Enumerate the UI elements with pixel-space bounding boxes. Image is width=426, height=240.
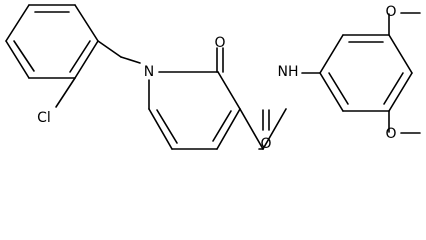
- bond-to-cl: [55, 77, 76, 108]
- bond-ring2-right-upper: [388, 34, 413, 74]
- bond-ring2-left-inner: [328, 72, 349, 105]
- bond-ring1-right-inner: [69, 40, 91, 73]
- bond-ring2-right-inner: [383, 72, 404, 105]
- bond-c3-amide: [239, 108, 264, 150]
- bond-c6-c5-inner: [156, 109, 178, 144]
- bond-ring1-right-lower: [74, 40, 99, 79]
- bond-ring1-left-inner: [13, 40, 35, 72]
- molecule-diagram: Cl N O NH O O O: [5, 4, 421, 152]
- bond-ring1-left-upper: [5, 4, 30, 42]
- bond-ring2-left-lower: [319, 72, 344, 112]
- bond-ring2-right-lower: [388, 72, 413, 112]
- amide-nh-label: NH: [278, 64, 299, 80]
- chlorine-atom-label: Cl: [37, 110, 51, 126]
- bond-ring1-left-lower: [5, 40, 30, 79]
- bottom-methoxy-oxygen-label: O: [385, 126, 396, 142]
- bond-ch2-to-n: [120, 56, 141, 64]
- amide-oxygen-label: O: [260, 136, 271, 152]
- molecule-diagram-canvas: Cl N O NH O O O: [5, 4, 421, 152]
- pyridone-ring: [120, 47, 264, 150]
- ring-nitrogen-atom-label: N: [144, 64, 154, 80]
- bond-benzyl-ch2: [97, 40, 122, 58]
- ring-carbonyl-oxygen-label: O: [214, 35, 225, 51]
- bond-c4-c3-inner: [212, 110, 232, 142]
- chlorobenzyl-ring: [5, 4, 122, 108]
- amide-group: [262, 72, 321, 150]
- bond-ring1-right-upper: [74, 4, 99, 42]
- bond-amide-c-n: [262, 108, 287, 150]
- bond-c6-c5: [148, 108, 173, 150]
- bond-ring2-left-upper: [319, 34, 344, 74]
- dimethoxyphenyl-ring: [319, 12, 421, 134]
- top-methoxy-oxygen-label: O: [385, 4, 396, 20]
- bond-c3-c2: [217, 71, 241, 110]
- bond-c4-c3: [216, 108, 241, 150]
